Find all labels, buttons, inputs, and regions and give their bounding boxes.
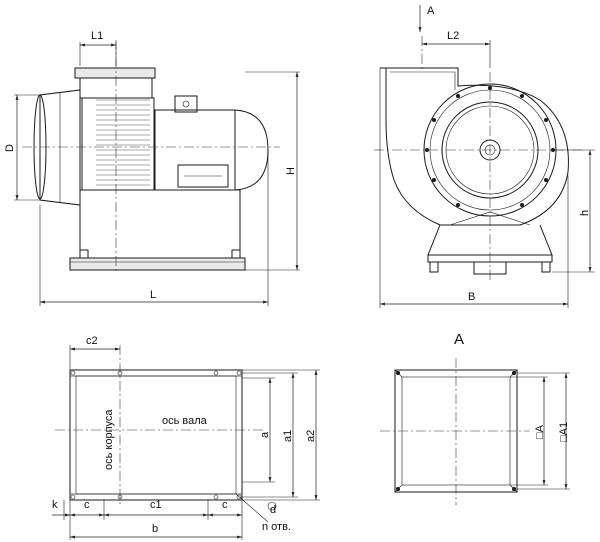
dim-a: a — [259, 431, 271, 438]
dim-a2: a2 — [305, 430, 317, 442]
dim-L1: L1 — [91, 30, 103, 42]
dim-sqA: □A — [534, 424, 546, 439]
dim-c-left: c — [84, 499, 90, 511]
axis-body: ось корпуса — [103, 409, 115, 470]
dim-L2: L2 — [447, 30, 459, 42]
dim-b: b — [152, 523, 158, 535]
dim-sqA1: □A1 — [558, 422, 570, 442]
dim-D: D — [4, 144, 16, 152]
front-view: A L2 h B — [374, 5, 595, 308]
side-view: L1 D H L — [4, 30, 300, 306]
dim-c2: c2 — [86, 335, 98, 347]
dim-d: d — [270, 504, 276, 516]
dim-a1: a1 — [282, 430, 294, 442]
dim-k: k — [52, 499, 58, 511]
dim-H: H — [285, 167, 297, 175]
dim-B: B — [468, 291, 475, 303]
view-arrow-A: A — [427, 5, 435, 17]
dim-n-holes: n отв. — [262, 521, 291, 533]
view-A: A □A □A1 — [380, 331, 570, 505]
dim-c-right: c — [222, 499, 228, 511]
view-A-title: A — [454, 331, 464, 348]
axis-shaft: ось вала — [162, 415, 208, 427]
dim-L: L — [150, 289, 156, 301]
dim-c1: c1 — [150, 499, 162, 511]
base-plan: ось вала ось корпуса c2 a a1 a2 k c c1 c — [52, 335, 320, 540]
dim-h: h — [579, 210, 591, 216]
